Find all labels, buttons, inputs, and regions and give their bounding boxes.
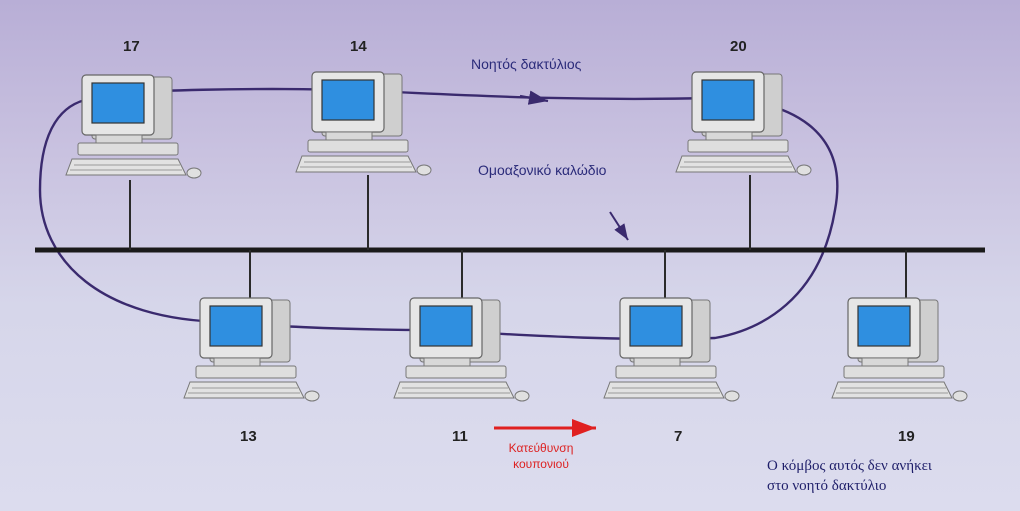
node-label-7: 7 — [674, 428, 683, 445]
node-label-13: 13 — [240, 428, 257, 445]
computer-19 — [831, 297, 968, 402]
computer-7 — [603, 297, 740, 402]
node-label-19: 19 — [898, 428, 915, 445]
virtual-ring-label: Νοητός δακτύλιος — [471, 56, 582, 72]
token-direction-line-1: Κατεύθυνση — [508, 441, 574, 455]
not-in-ring-note-line-2: στο νοητό δακτύλιο — [767, 478, 887, 494]
not-in-ring-note: Ο κόμβος αυτός δεν ανήκει στο νοητό δακτ… — [767, 456, 932, 496]
coax-cable-label: Ομοαξονικό καλώδιο — [478, 162, 607, 178]
ring-direction-arrow — [519, 90, 549, 105]
node-label-17: 17 — [123, 38, 140, 55]
computer-14 — [295, 71, 432, 176]
computer-11 — [393, 297, 530, 402]
token-direction-line-2: κουπονιού — [513, 457, 569, 471]
token-direction-label: Κατεύθυνση κουπονιού — [486, 440, 596, 472]
node-label-14: 14 — [350, 38, 367, 55]
node-label-11: 11 — [452, 428, 468, 445]
node-label-20: 20 — [730, 38, 747, 55]
computer-13 — [183, 297, 320, 402]
computer-17 — [65, 74, 202, 179]
not-in-ring-note-line-1: Ο κόμβος αυτός δεν ανήκει — [767, 458, 932, 474]
coax-pointer-arrow — [609, 211, 629, 241]
computer-20 — [675, 71, 812, 176]
